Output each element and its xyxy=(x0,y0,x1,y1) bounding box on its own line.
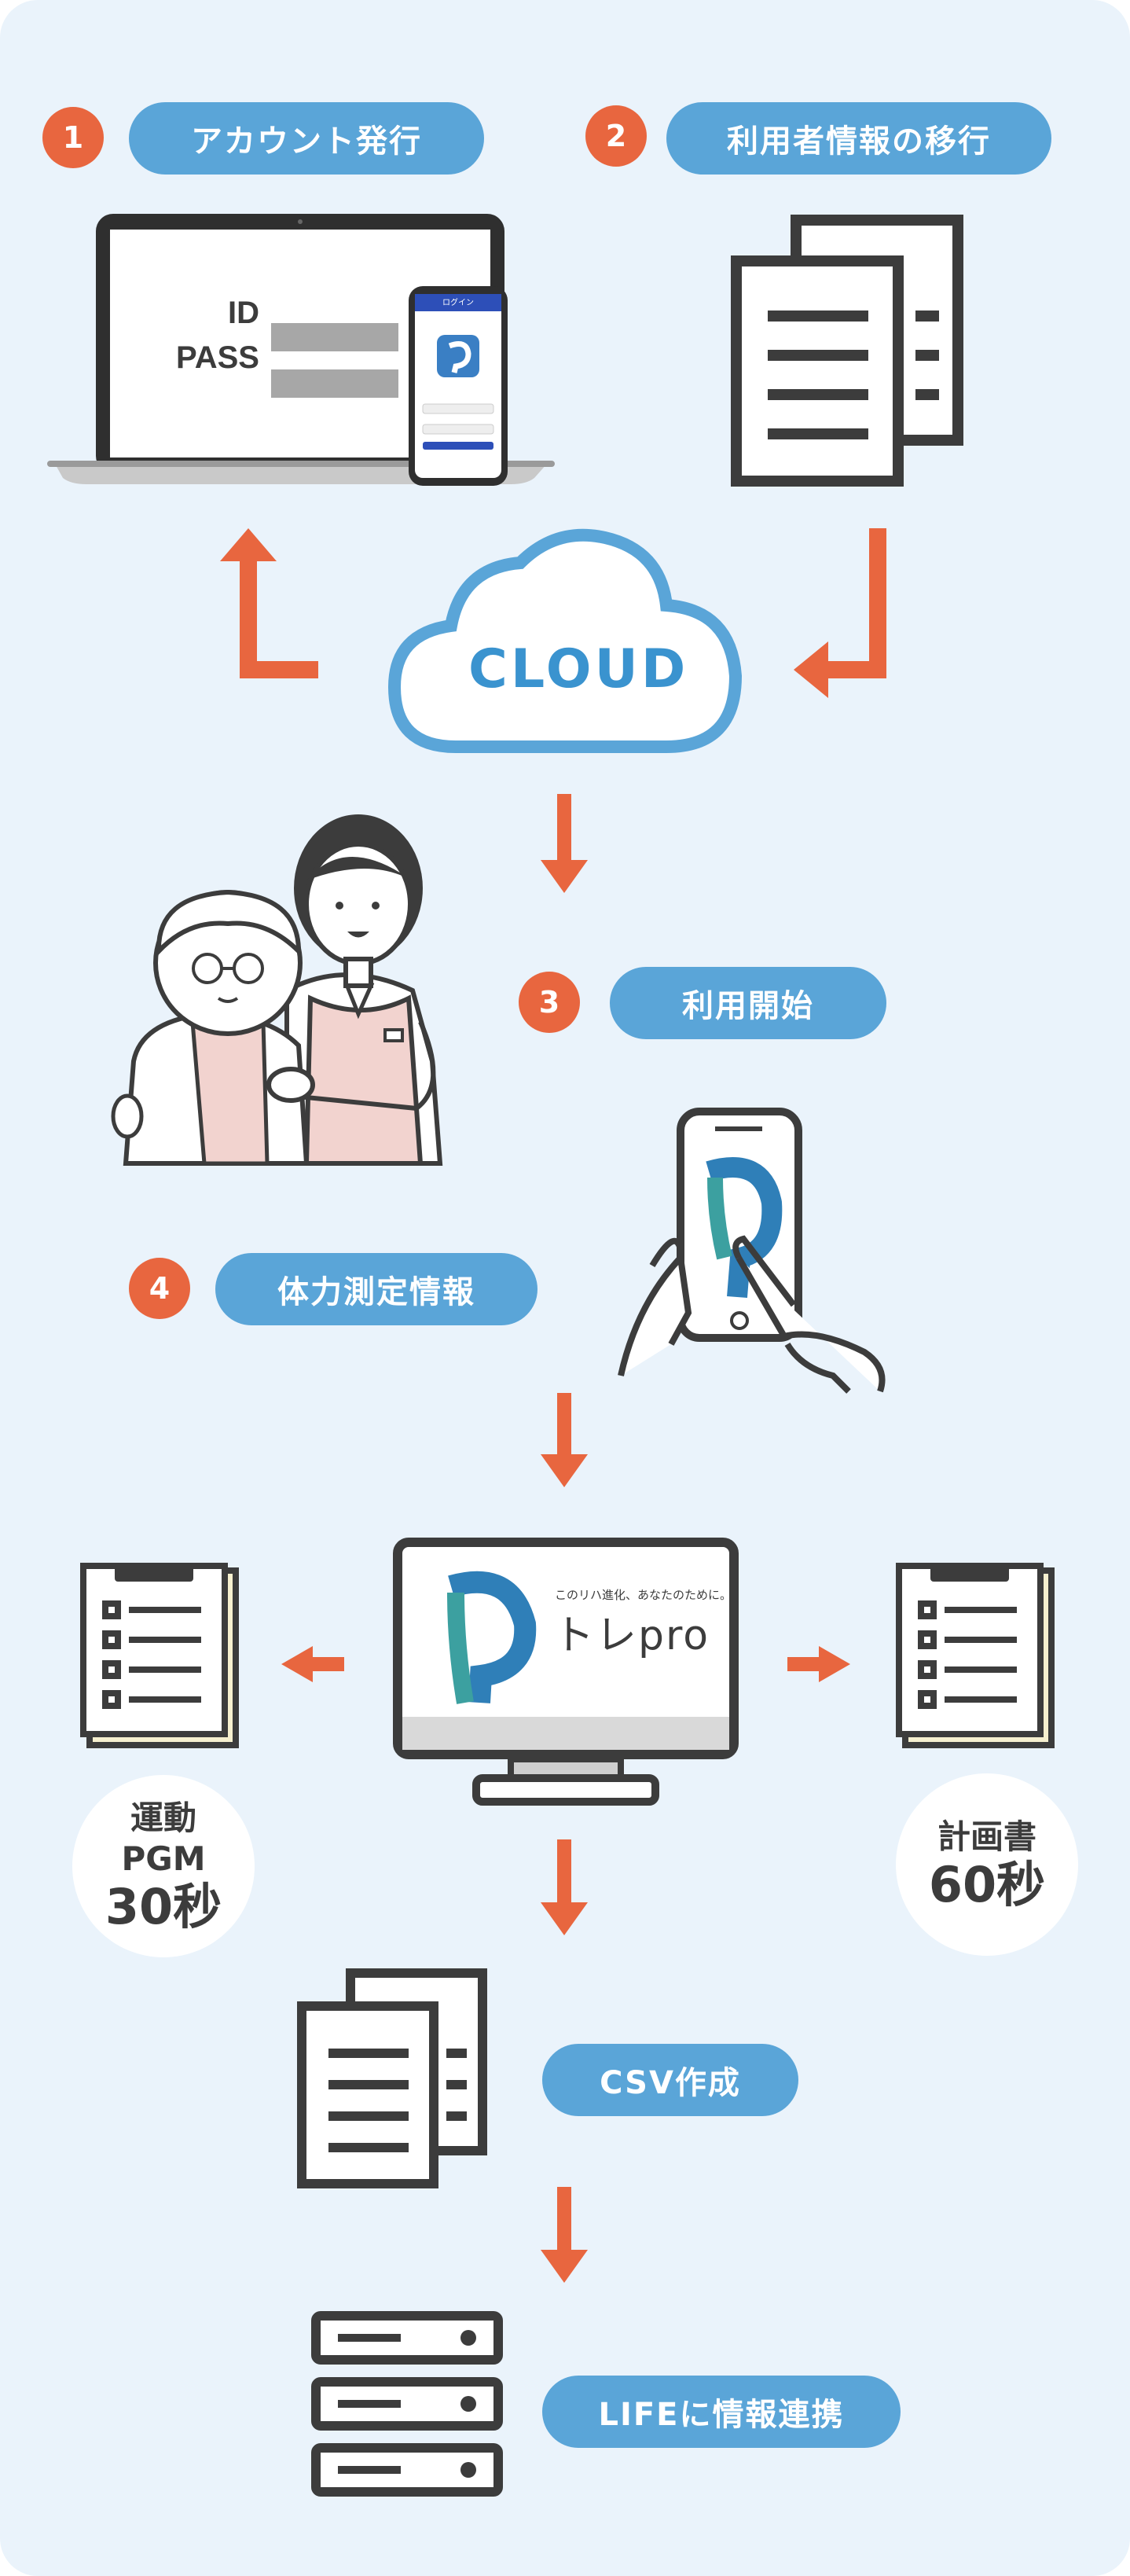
arrow-down-icon xyxy=(541,794,588,893)
csv-label: CSV作成 xyxy=(542,2044,798,2116)
arrow-down-icon xyxy=(541,2187,588,2283)
arrow-down-left-icon xyxy=(794,528,886,698)
badge-left-line1: 運動 xyxy=(130,1799,196,1837)
phone-in-hand-icon xyxy=(618,1108,886,1394)
step-4-number: 4 xyxy=(129,1258,190,1319)
arrow-down-icon xyxy=(541,1839,588,1935)
badge-left-line2: PGM xyxy=(121,1839,206,1878)
badge-left-line3: 30秒 xyxy=(105,1878,222,1935)
step-3-label: 利用開始 xyxy=(610,967,886,1039)
monitor-logo-text: トレpro xyxy=(553,1612,710,1659)
badge-right-line2: 60秒 xyxy=(928,1856,1046,1913)
step-2-number: 2 xyxy=(585,105,647,167)
server-stack-icon xyxy=(311,2311,503,2497)
step-2-label: 利用者情報の移行 xyxy=(666,102,1051,175)
csv-documents-icon xyxy=(297,1968,487,2188)
phone-login-header: ログイン xyxy=(442,299,474,307)
step-1-label: アカウント発行 xyxy=(129,102,484,175)
laptop-id-label: ID xyxy=(228,296,259,330)
plan-document-time-badge: 計画書 60秒 xyxy=(896,1773,1078,1956)
step-4-label: 体力測定情報 xyxy=(215,1253,537,1325)
documents-icon xyxy=(731,215,963,487)
exercise-program-time-badge: 運動 PGM 30秒 xyxy=(72,1775,255,1957)
monitor-icon xyxy=(393,1538,739,1806)
cloud-icon xyxy=(387,528,743,753)
clipboard-icon xyxy=(896,1563,1055,1748)
arrow-up-left-icon xyxy=(220,528,318,678)
clipboard-icon xyxy=(80,1563,239,1748)
badge-right-line1: 計画書 xyxy=(937,1817,1036,1856)
smartphone-login-icon xyxy=(409,286,508,486)
caregiver-elderly-illustration xyxy=(111,814,443,1166)
step-1-number: 1 xyxy=(42,107,104,168)
life-label: LIFEに情報連携 xyxy=(542,2376,901,2448)
laptop-pass-label: PASS xyxy=(176,340,259,375)
cloud-label: CLOUD xyxy=(468,638,689,700)
step-3-number: 3 xyxy=(519,972,580,1033)
arrow-right-icon xyxy=(787,1646,850,1682)
arrow-left-icon xyxy=(281,1646,344,1682)
arrow-down-icon xyxy=(541,1393,588,1487)
monitor-tagline: このリハ進化、あなたのために。 xyxy=(555,1588,732,1602)
